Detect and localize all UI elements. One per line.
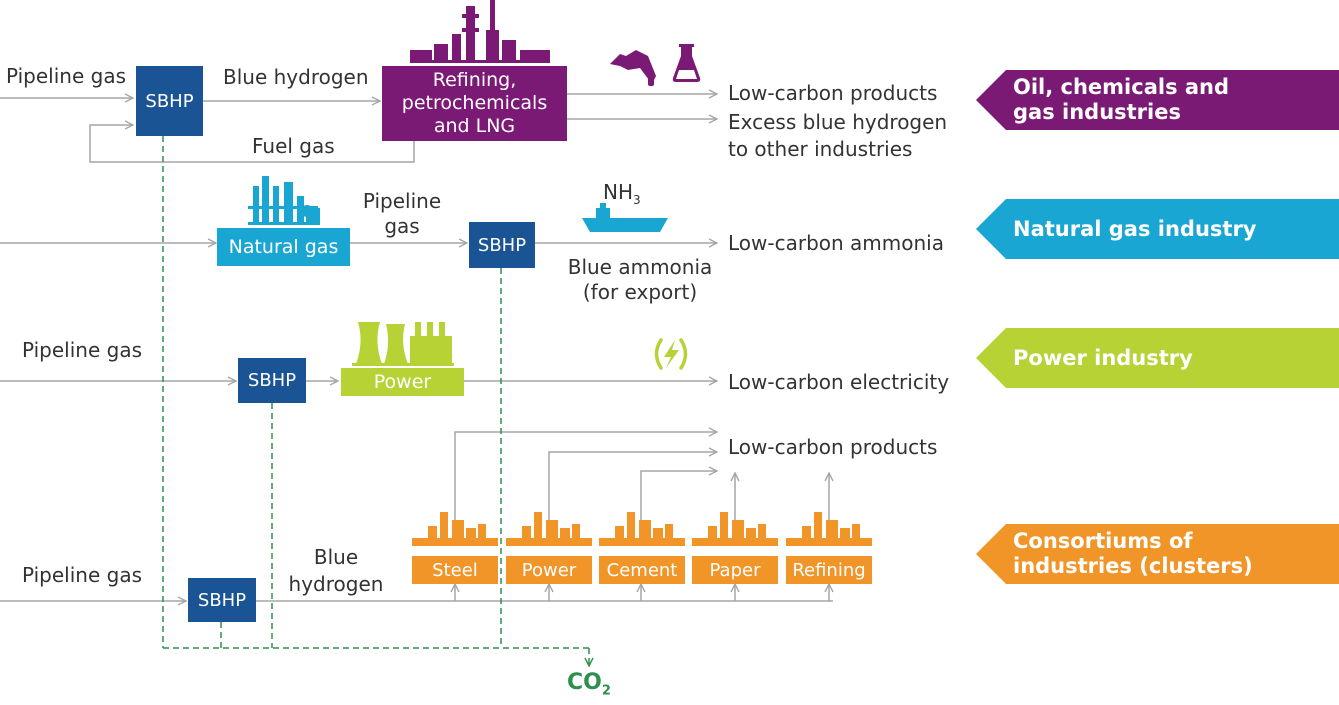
clusters-blue-hydrogen-line-1: Blue [313,545,359,569]
nh3-label: NH3 [603,180,641,207]
excess-hydrogen-line-2: to other industries [728,137,913,161]
low-carbon-electricity-label: Low-carbon electricity [728,370,950,394]
fuel-gas-label: Fuel gas [252,134,335,158]
arrow-cement-products [640,471,717,520]
sbhp-box-clusters: SBHP [188,578,256,622]
arrow-fuel-gas-loop [89,125,415,163]
factory-icon-paper [692,512,778,546]
tag-power-industry: Power industry [976,328,1339,388]
lightning-icon [654,338,688,370]
sbhp-box-natural-gas: SBHP [469,222,535,268]
tag-clusters-line-1: Consortiums of [1013,529,1193,553]
refining-line-1: Refining, [432,69,517,91]
blue-ammonia-line-2: (for export) [582,280,698,304]
factory-icon-refining [786,512,872,546]
tag-natural-gas-line-1: Natural gas industry [1013,216,1257,241]
co2-label: CO2 [567,670,611,699]
factory-icon-power [506,512,592,546]
arrow-power-products [548,452,717,520]
tag-power-line-1: Power industry [1013,345,1193,370]
industry-box-cement: Cement [599,556,685,584]
industry-box-refining: Refining [786,556,872,584]
refining-line-3: and LNG [433,115,516,137]
industry-box-steel: Steel [412,556,498,584]
flask-icon [672,44,701,82]
arrow-steel-products [454,432,717,520]
gas-plant-icon [248,176,320,225]
tag-oil-line-1: Oil, chemicals and [1013,75,1230,99]
power-plant-icon [352,322,454,366]
low-carbon-products-label-1: Low-carbon products [728,81,938,105]
pipeline-gas-label-line-2: gas [384,214,420,238]
power-pipeline-gas-label: Pipeline gas [22,338,142,362]
blue-hydrogen-label: Blue hydrogen [223,65,369,89]
clusters-blue-hydrogen-line-2: hydrogen [288,572,384,596]
factory-icon-steel [412,512,498,546]
tag-consortiums-clusters: Consortiums of industries (clusters) [976,524,1339,584]
tag-natural-gas-industry: Natural gas industry [976,199,1339,259]
refining-line-2: petrochemicals [401,92,548,114]
oil-pipeline-gas-label: Pipeline gas [6,64,126,88]
refinery-icon [410,0,550,63]
tag-oil-line-2: gas industries [1013,100,1181,124]
industry-box-power: Power [506,556,592,584]
natural-gas-box: Natural gas [217,228,350,266]
low-carbon-products-label-2: Low-carbon products [728,435,938,459]
low-carbon-ammonia-label: Low-carbon ammonia [728,231,944,255]
sbhp-box-power: SBHP [238,358,306,403]
ship-icon [582,203,668,232]
factory-icon-cement [599,512,685,546]
excess-hydrogen-line-1: Excess blue hydrogen [728,110,948,134]
industry-box-paper: Paper [692,556,778,584]
tag-oil-chemicals-gas: Oil, chemicals and gas industries [976,70,1339,130]
pipeline-gas-label-line-1: Pipeline [362,189,442,213]
clusters-pipeline-gas-label: Pipeline gas [22,563,142,587]
refining-box: Refining, petrochemicals and LNG [382,66,567,141]
blue-ammonia-line-1: Blue ammonia [567,255,713,279]
sbhp-box-oil: SBHP [136,66,203,136]
tag-clusters-line-2: industries (clusters) [1013,554,1253,578]
power-box: Power [341,368,464,396]
fuel-nozzle-icon [610,50,656,86]
